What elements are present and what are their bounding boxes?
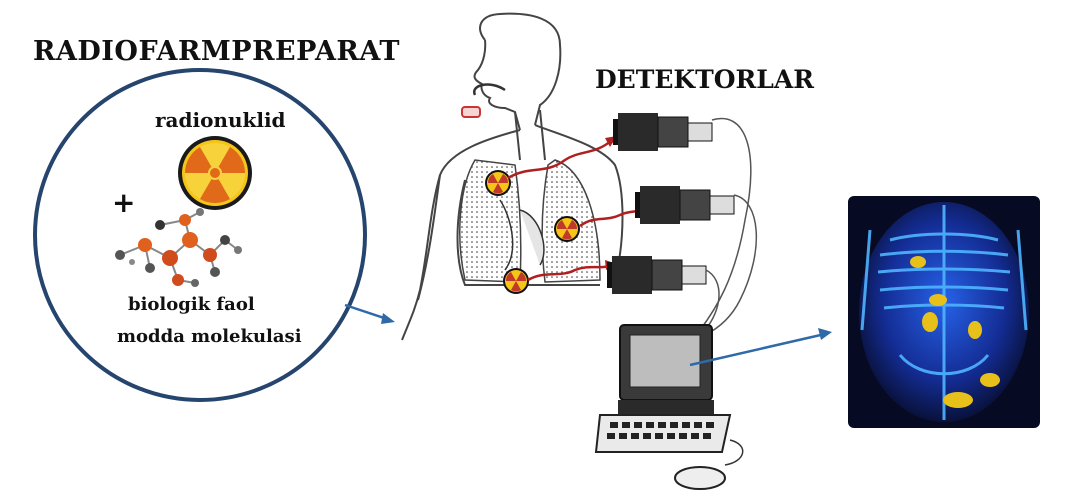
radiation-marker-icon (503, 268, 529, 294)
radiation-marker-icon (554, 216, 580, 242)
detector-icon (607, 256, 706, 294)
radionuclide-label: radionuklid (155, 108, 286, 132)
detector-icon (613, 113, 712, 151)
radiopharmaceutical-title: RADIOFARMPREPARAT (33, 36, 400, 67)
mouthpiece-icon (462, 107, 480, 117)
lungs-icon (460, 160, 600, 282)
bio-molecule-label-line2: modda molekulasi (117, 326, 302, 347)
computer-icon (596, 325, 743, 489)
detectors-title: DETEKTORLAR (595, 65, 814, 94)
detector-icon (635, 186, 734, 224)
plus-sign: + (112, 186, 135, 219)
radiation-marker-icon (485, 170, 511, 196)
bio-molecule-label-line1: biologik faol (128, 294, 255, 315)
detector-cables (700, 118, 756, 335)
radiation-symbol-icon (178, 136, 252, 210)
injection-arrow (345, 305, 395, 324)
scan-image-icon (848, 196, 1040, 428)
